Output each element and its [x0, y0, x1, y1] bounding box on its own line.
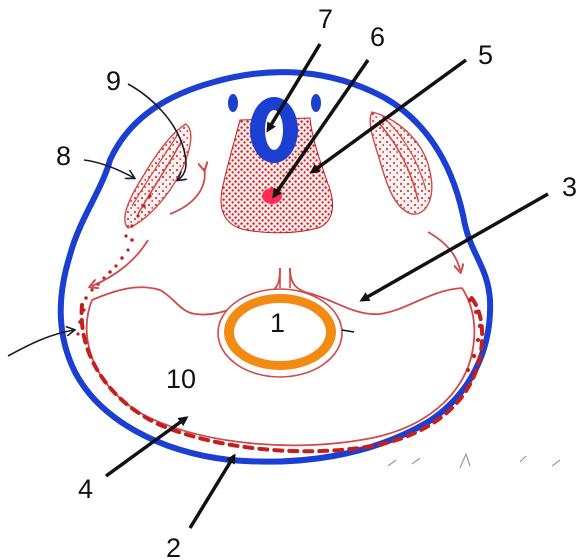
- lateral-fold-arrow-right: [428, 232, 460, 270]
- lateral-fold-arrow-left: [92, 240, 148, 286]
- scan-artifacts: [388, 454, 560, 468]
- dorsal-mesentery: [280, 268, 290, 288]
- pointer-arrow-3: [362, 194, 548, 300]
- neural-crest-right: [311, 94, 321, 112]
- lateral-mesoderm-dots-left: [76, 238, 133, 335]
- label-3: 3: [562, 172, 577, 202]
- label-9: 9: [106, 66, 121, 96]
- neural-tube: [250, 97, 298, 163]
- label-8: 8: [56, 141, 71, 171]
- label-1: 1: [270, 308, 285, 338]
- label-7: 7: [318, 4, 333, 34]
- pointer-arrow-2: [190, 456, 234, 528]
- label-10: 10: [166, 364, 196, 394]
- neural-crest-left: [228, 94, 238, 112]
- label-5: 5: [478, 40, 493, 70]
- gut-tick: [342, 330, 354, 332]
- label-4: 4: [78, 474, 93, 504]
- label-2: 2: [166, 533, 181, 560]
- label-6: 6: [370, 22, 385, 52]
